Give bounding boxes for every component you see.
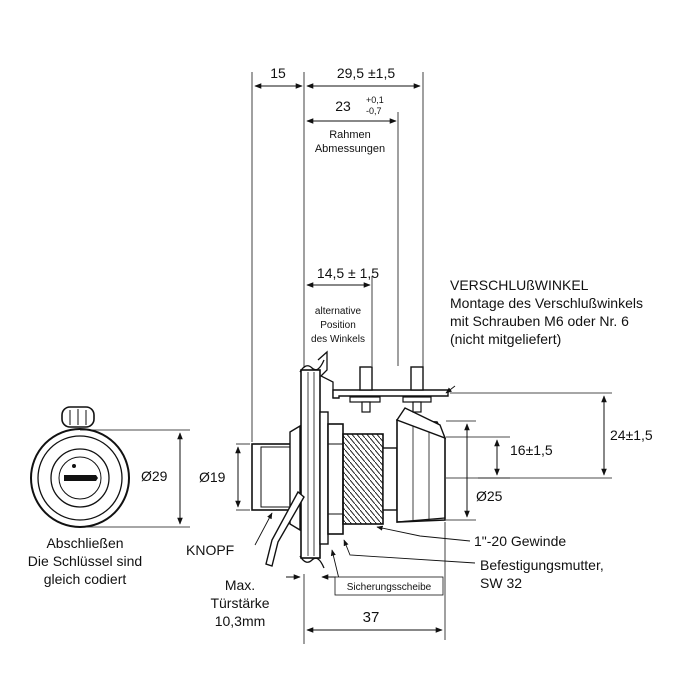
nut-label-1: Befestigungsmutter,: [480, 557, 604, 573]
alt-label-2: Position: [320, 320, 356, 331]
alt-label-3: des Winkels: [311, 334, 365, 345]
bracket-desc-3: (nicht mitgeliefert): [450, 331, 561, 347]
dimension-labels: 15 29,5 ±1,5 23 +0,1 -0,7 Rahmen Abmessu…: [141, 65, 653, 626]
nut-label-2: SW 32: [480, 575, 522, 591]
dim-15-label: 15: [270, 65, 286, 81]
callout-labels: VERSCHLUßWINKEL Montage des Verschlußwin…: [28, 277, 643, 629]
cam-tongue: [395, 407, 447, 440]
dim-29-5-label: 29,5 ±1,5: [337, 65, 395, 81]
knob-body: [251, 443, 295, 511]
dim-37-label: 37: [363, 609, 380, 626]
lock-label-3: gleich codiert: [44, 571, 127, 587]
dimension-lines: [177, 72, 612, 644]
cap-tab: [61, 406, 95, 428]
dim-d19-label: Ø19: [199, 469, 226, 485]
bracket-desc-1: Montage des Verschlußwinkels: [450, 295, 643, 311]
mount-nut: [327, 423, 344, 535]
screw-1: [359, 366, 373, 391]
dim-23-label: 23: [335, 98, 351, 114]
frame-label-2: Abmessungen: [315, 143, 385, 155]
dim-d29-label: Ø29: [141, 468, 168, 484]
door-label-2: Türstärke: [210, 595, 269, 611]
screw-2: [410, 366, 424, 391]
dim-24-label: 24±1,5: [610, 427, 653, 443]
knob-label: KNOPF: [186, 542, 234, 558]
dim-14-5-label: 14,5 ± 1,5: [317, 265, 379, 281]
dim-23-tol-minus: -0,7: [366, 106, 382, 116]
keyway-icon: [64, 475, 98, 481]
bracket-desc-2: mit Schrauben M6 oder Nr. 6: [450, 313, 629, 329]
door-panel: [300, 369, 321, 559]
threaded-barrel: [342, 433, 384, 525]
dim-23-tol-plus: +0,1: [366, 95, 384, 105]
knob-lever: [265, 490, 305, 567]
lock-label-1: Abschließen: [46, 535, 123, 551]
door-label-3: 10,3mm: [215, 613, 266, 629]
door-label-1: Max.: [225, 577, 255, 593]
frame-label-1: Rahmen: [329, 129, 371, 141]
leader-lines: [254, 385, 476, 584]
front-view: [30, 406, 190, 528]
side-view: [251, 350, 449, 569]
dim-16-label: 16±1,5: [510, 442, 553, 458]
alt-label-1: alternative: [315, 306, 362, 317]
bracket-title: VERSCHLUßWINKEL: [450, 277, 589, 293]
thread-label: 1"-20 Gewinde: [474, 533, 566, 549]
washer-label: Sicherungsscheibe: [347, 582, 432, 593]
lock-label-2: Die Schlüssel sind: [28, 553, 142, 569]
lock-washer: [319, 411, 329, 545]
dim-d25-label: Ø25: [476, 488, 503, 504]
washer-label-box: [334, 576, 444, 596]
